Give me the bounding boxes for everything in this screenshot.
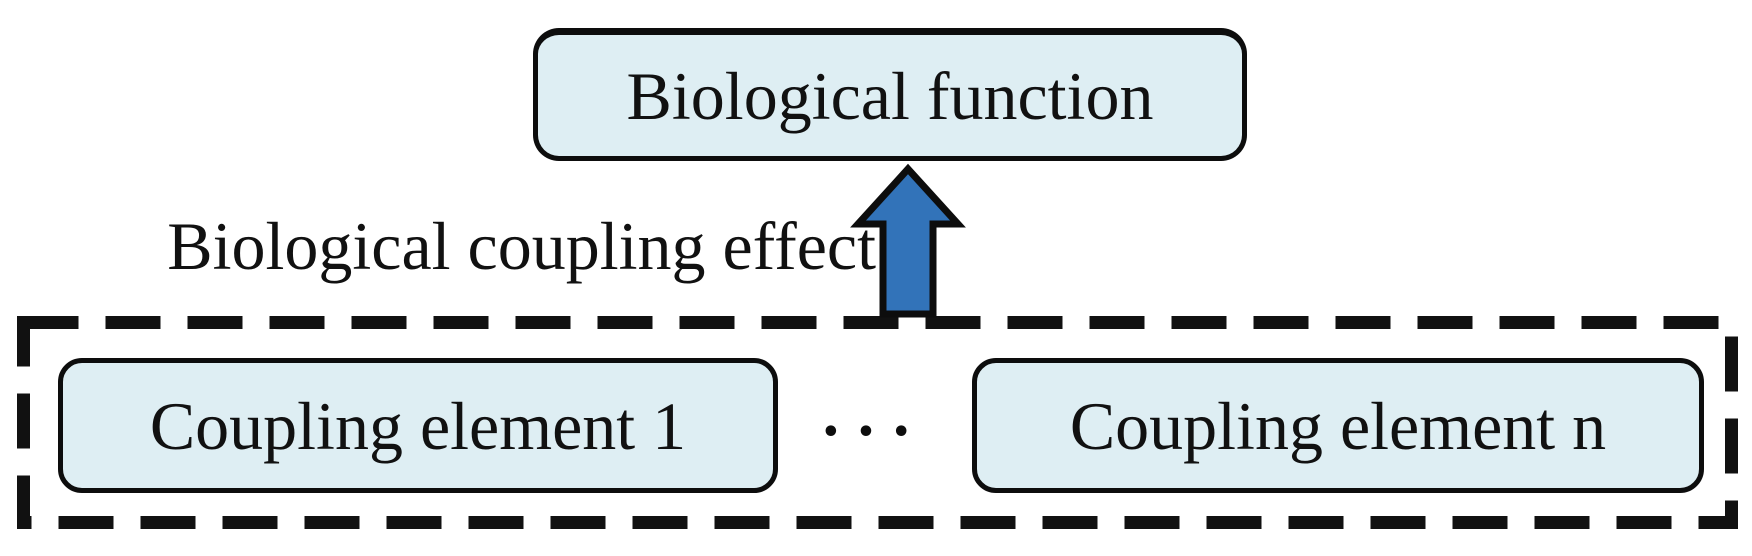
coupling-element-1-box: Coupling element 1 [58, 358, 778, 493]
coupling-group-dashed-border [17, 316, 1738, 529]
biological-coupling-effect-label: Biological coupling effect [167, 208, 876, 284]
biological-function-box: Biological function [533, 28, 1247, 161]
ellipsis-dots: ••• [821, 414, 927, 450]
coupling-element-1-label: Coupling element 1 [149, 387, 687, 464]
coupling-element-n-box: Coupling element n [972, 358, 1704, 493]
biological-function-label: Biological function [626, 57, 1154, 134]
coupling-element-n-label: Coupling element n [1069, 387, 1607, 464]
up-arrow-icon [850, 163, 966, 318]
